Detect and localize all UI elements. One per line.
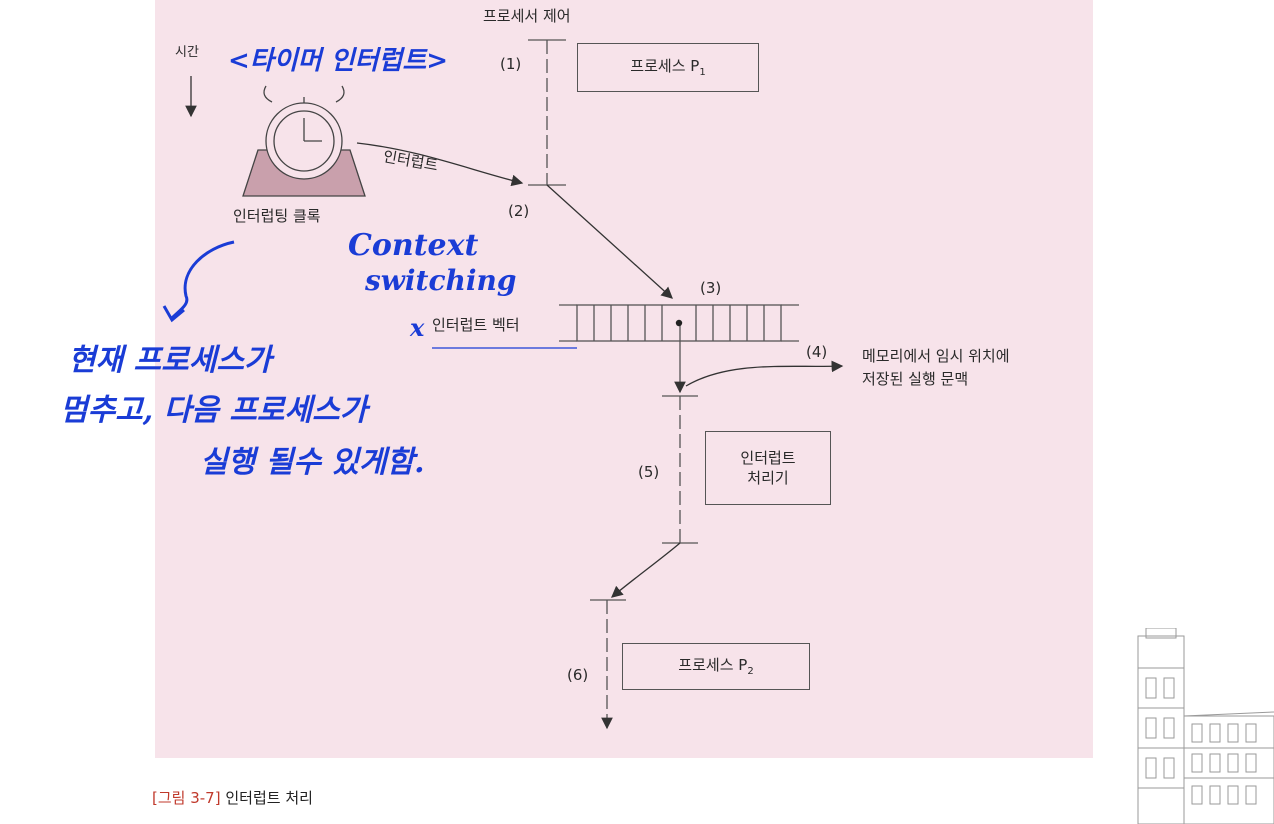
clock-label: 인터럽팅 클록 <box>233 207 321 225</box>
handler-line2: 처리기 <box>747 469 789 487</box>
save-context-arrow <box>685 360 844 387</box>
step-4: (4) <box>806 343 828 361</box>
step-1: (1) <box>500 55 522 73</box>
alarm-clock-icon <box>242 85 366 197</box>
return-arrow <box>611 542 681 598</box>
context-switching-note-1: Context <box>348 228 479 263</box>
time-label: 시간 <box>175 45 199 60</box>
interrupt-vector <box>559 304 799 342</box>
process-p2-sub: 2 <box>747 665 754 677</box>
interrupt-handler-box: 인터럽트 처리기 <box>705 431 831 505</box>
interrupt-vector-label: 인터럽트 벡터 <box>432 316 520 334</box>
note-line-3: 실행 될수 있게함. <box>200 445 425 480</box>
saved-context-line1: 메모리에서 임시 위치에 <box>862 347 1010 365</box>
note-line-1: 현재 프로세스가 <box>68 343 272 378</box>
processor-control-label: 프로세서 제어 <box>483 7 571 25</box>
process-p2-box: 프로세스 P2 <box>622 643 810 690</box>
handwriting-curl <box>170 240 235 320</box>
step-3: (3) <box>700 279 722 297</box>
step-2: (2) <box>508 202 530 220</box>
context-switching-note-2: switching <box>365 264 517 297</box>
control-timeline <box>528 39 698 730</box>
handler-line1: 인터럽트 <box>740 448 796 467</box>
building-sketch-icon <box>1137 628 1274 824</box>
x-mark: x <box>410 313 425 342</box>
timer-interrupt-note: <타이머 인터럽트> <box>228 46 449 76</box>
note-line-2: 멈추고, 다음 프로세스가 <box>60 393 368 428</box>
saved-context-line2: 저장된 실행 문맥 <box>862 370 969 388</box>
caption-text: 인터럽트 처리 <box>225 789 313 807</box>
process-p1-box: 프로세스 P1 <box>577 43 759 92</box>
transfer-arrow <box>546 184 673 299</box>
step-6: (6) <box>567 666 589 684</box>
figure-caption: [그림 3-7] 인터럽트 처리 <box>152 787 313 808</box>
step-5: (5) <box>638 463 660 481</box>
process-p1-sub: 1 <box>699 66 706 78</box>
process-p2-name: 프로세스 P <box>678 655 748 674</box>
interrupt-arrow <box>356 142 524 187</box>
process-p1-name: 프로세스 P <box>630 56 700 75</box>
caption-tag: [그림 3-7] <box>152 789 221 807</box>
